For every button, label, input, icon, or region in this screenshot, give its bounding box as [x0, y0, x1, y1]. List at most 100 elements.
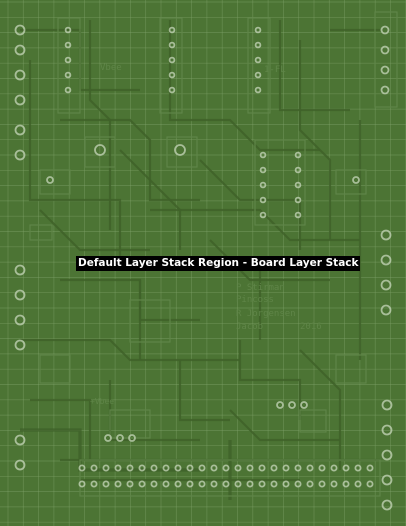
pcb-trace	[229, 409, 340, 442]
pcb-trace	[30, 398, 92, 460]
pad	[380, 254, 392, 266]
pad	[254, 56, 262, 64]
silk-text-vbee: Vbee	[100, 63, 122, 73]
pad	[318, 464, 326, 472]
pad	[354, 464, 362, 472]
pad	[168, 56, 176, 64]
pad	[14, 69, 26, 81]
pad	[162, 480, 170, 488]
pad	[210, 480, 218, 488]
pcb-trace	[28, 60, 122, 260]
pad	[64, 86, 72, 94]
pad	[64, 56, 72, 64]
pad	[78, 464, 86, 472]
pad	[282, 464, 290, 472]
pad	[380, 304, 392, 316]
pad	[246, 464, 254, 472]
pad	[342, 480, 350, 488]
pad	[294, 166, 302, 174]
pad	[366, 464, 374, 472]
component-outline	[29, 224, 53, 241]
pad	[234, 464, 242, 472]
pad	[126, 464, 134, 472]
pad	[380, 279, 392, 291]
pad	[90, 480, 98, 488]
pad	[259, 181, 267, 189]
pad	[94, 144, 106, 156]
pad	[222, 480, 230, 488]
pad	[381, 449, 393, 461]
pad	[102, 464, 110, 472]
pad	[254, 86, 262, 94]
pcb-trace	[209, 239, 330, 282]
pad	[138, 480, 146, 488]
pcb-trace	[299, 349, 342, 470]
pad	[282, 480, 290, 488]
pad	[126, 480, 134, 488]
pad	[306, 480, 314, 488]
pad	[128, 434, 136, 442]
pad	[381, 424, 393, 436]
pad	[14, 289, 26, 301]
pad	[186, 480, 194, 488]
component-outline	[335, 354, 367, 384]
component-outline	[159, 17, 183, 114]
pad	[138, 464, 146, 472]
pad	[14, 149, 26, 161]
pad	[294, 196, 302, 204]
pad	[306, 464, 314, 472]
pad	[64, 41, 72, 49]
pcb-trace	[20, 338, 240, 362]
component-outline	[166, 136, 198, 168]
pad	[14, 459, 26, 471]
pad	[259, 166, 267, 174]
pad	[294, 211, 302, 219]
pad-layer	[14, 24, 393, 511]
silk-text-year: 2016	[300, 322, 322, 332]
pad	[116, 434, 124, 442]
silk-text-vbee-plus: +Vbee	[90, 397, 114, 406]
pad	[168, 86, 176, 94]
pad	[14, 44, 26, 56]
pcb-trace	[168, 20, 320, 152]
pad	[198, 464, 206, 472]
pad	[174, 144, 186, 156]
pad	[14, 94, 26, 106]
pad	[318, 480, 326, 488]
pad	[381, 499, 393, 511]
pad	[380, 229, 392, 241]
silkscreen-layer: P Stirman Pincoss R Jorgensen Jacob 2016…	[90, 63, 322, 406]
pcb-trace	[39, 209, 150, 252]
pad	[114, 464, 122, 472]
component-outline	[247, 17, 271, 114]
component-outline	[79, 459, 381, 497]
component-outline	[254, 139, 306, 226]
pad	[258, 464, 266, 472]
pad	[168, 71, 176, 79]
pad	[366, 480, 374, 488]
pcb-trace	[238, 340, 302, 420]
pad	[254, 41, 262, 49]
pad	[102, 480, 110, 488]
pad	[294, 480, 302, 488]
component-outline	[39, 354, 71, 384]
silk-text-jacob: Jacob	[236, 322, 263, 332]
component-outline	[84, 136, 116, 168]
pad	[168, 26, 176, 34]
pad	[270, 464, 278, 472]
pad	[186, 464, 194, 472]
pad	[198, 480, 206, 488]
pad	[246, 480, 254, 488]
pad	[78, 480, 86, 488]
pad	[14, 339, 26, 351]
pad	[352, 176, 360, 184]
pcb-trace	[88, 20, 112, 230]
pad	[259, 196, 267, 204]
pad	[174, 480, 182, 488]
pad	[300, 401, 308, 409]
pad	[254, 71, 262, 79]
pad	[150, 464, 158, 472]
pad	[380, 85, 390, 95]
pad	[276, 401, 284, 409]
